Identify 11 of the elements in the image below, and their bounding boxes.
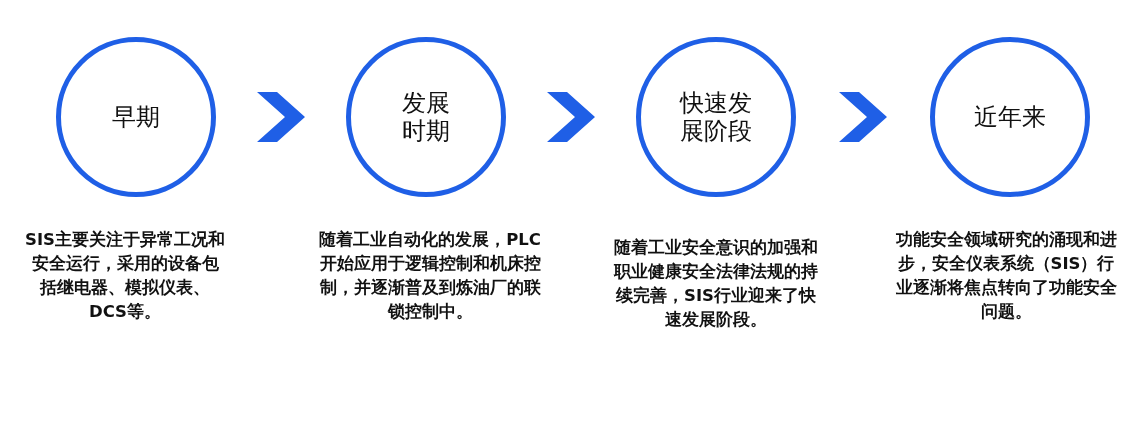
stage-description: SIS主要关注于异常工况和安全运行，采用的设备包括继电器、模拟仪表、DCS等。 [25, 229, 225, 323]
chevron-arrow [257, 92, 305, 142]
stage-title: 发展时期 [401, 89, 451, 145]
chevron-arrow [547, 92, 595, 142]
chevron-arrow [839, 92, 887, 142]
stage-description: 功能安全领域研究的涌现和进步，安全仪表系统（SIS）行业逐渐将焦点转向了功能安全问题。 [894, 229, 1118, 323]
stage-description: 随着工业安全意识的加强和职业健康安全法律法规的持续完善，SIS行业迎来了快速发展阶段。 [612, 237, 819, 331]
stage-title: 早期 [112, 103, 160, 131]
stage-title: 近年来 [974, 103, 1046, 131]
stage-title: 快速发展阶段 [678, 89, 753, 145]
stage-description: 随着工业自动化的发展，PLC开始应用于逻辑控制和机床控制，并逐渐普及到炼油厂的联锁控制中。 [318, 229, 542, 323]
